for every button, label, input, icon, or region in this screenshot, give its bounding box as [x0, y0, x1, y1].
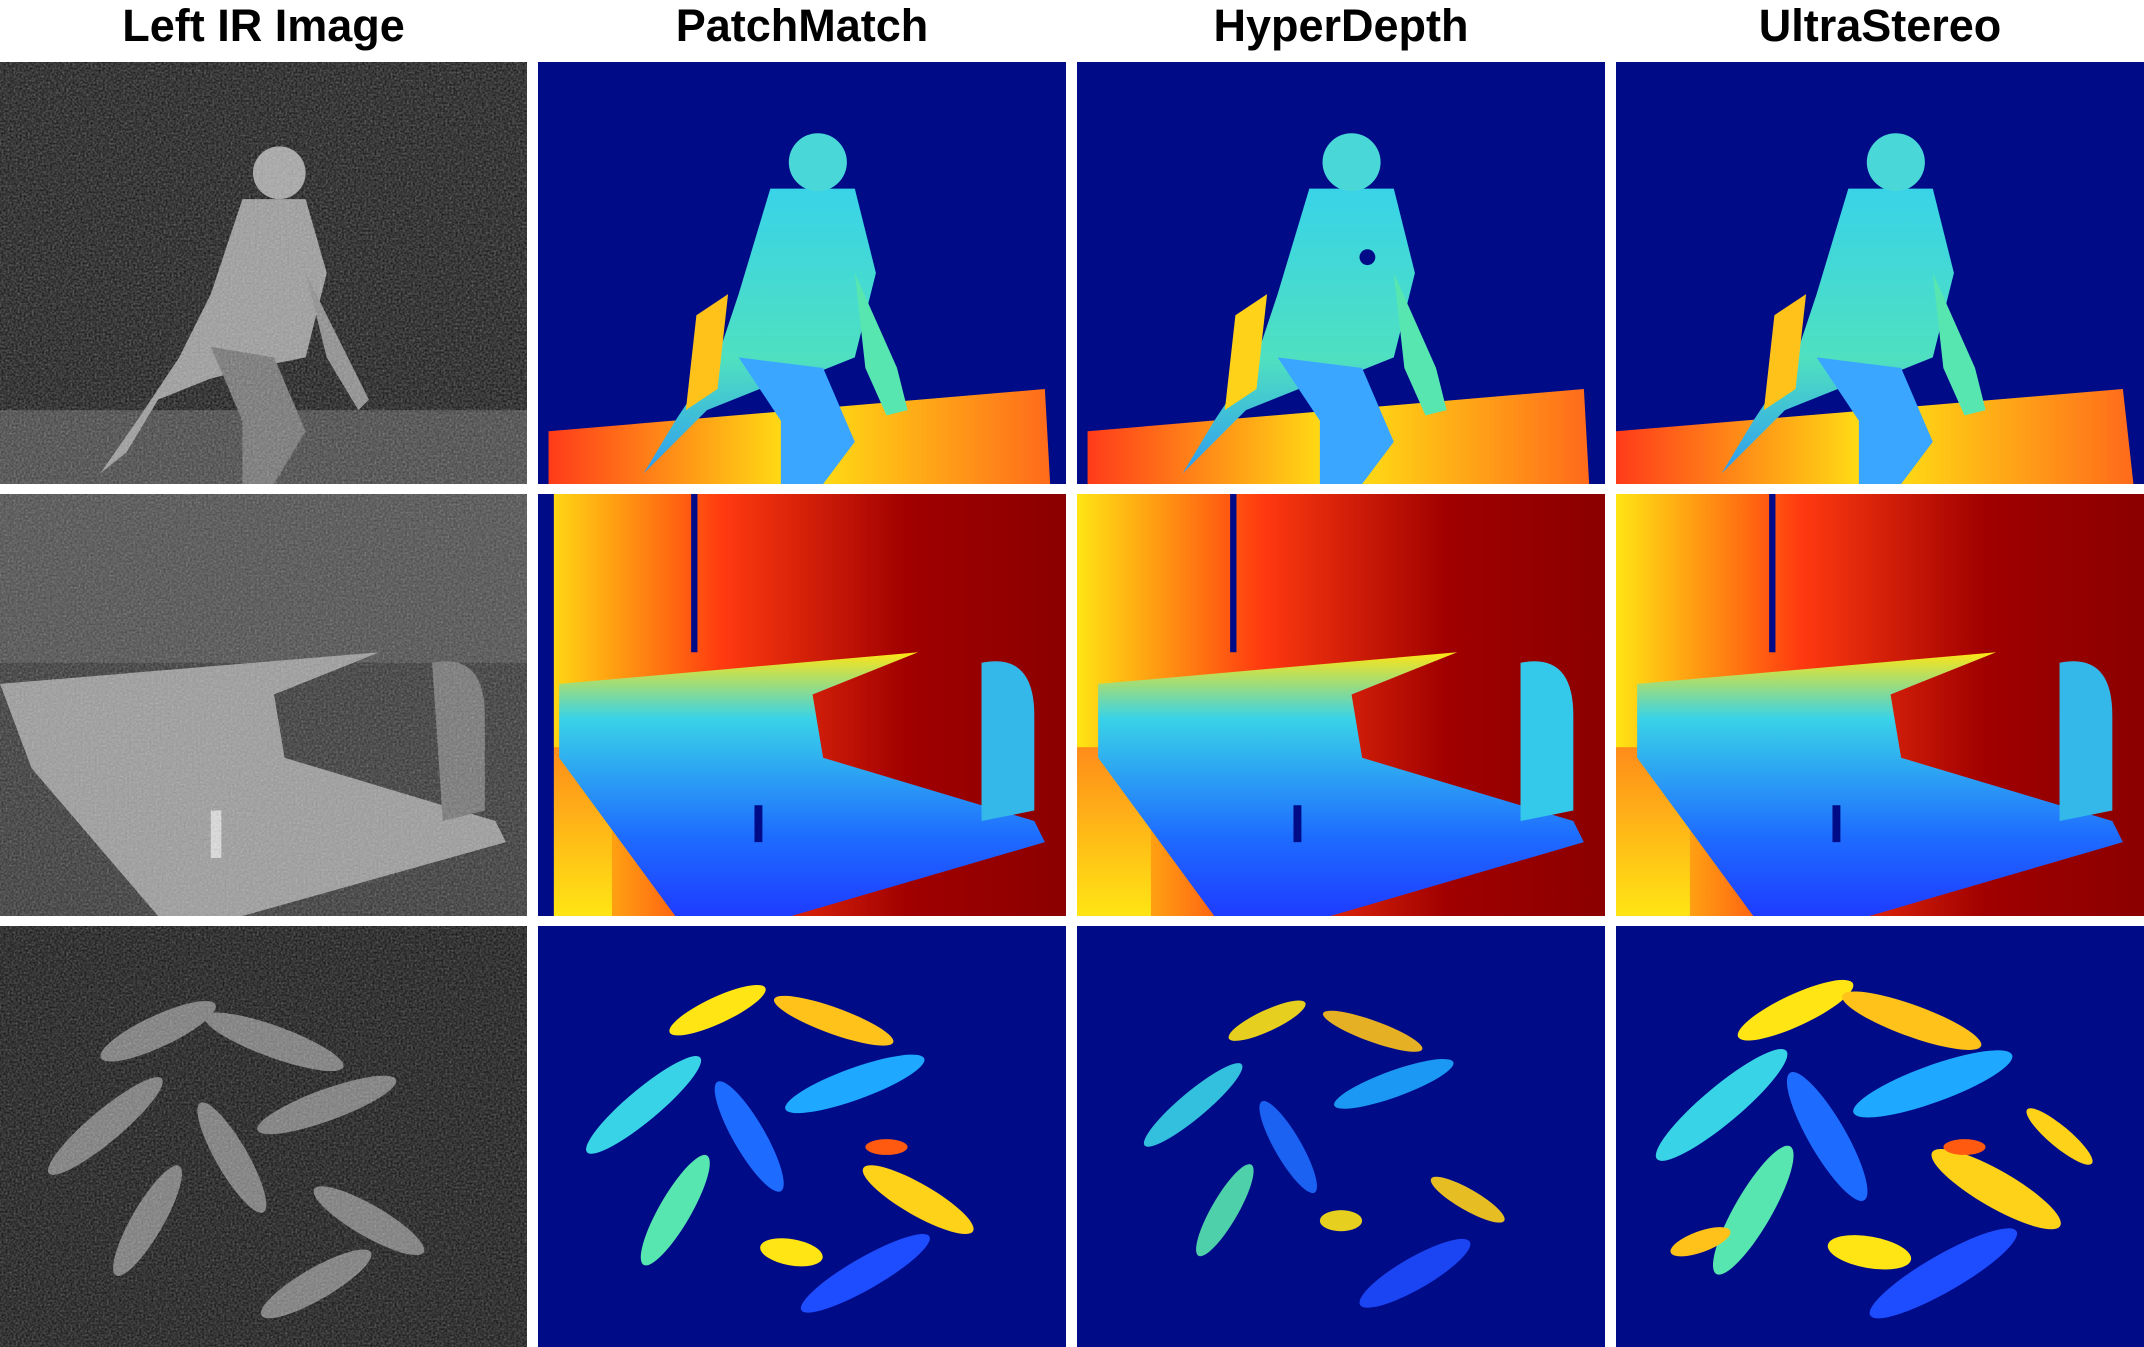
- depth-map-hyperdepth-plant: [1077, 926, 1605, 1347]
- depth-map-hyperdepth-person: [1077, 62, 1605, 484]
- depth-map-hyperdepth-desk: [1077, 494, 1605, 916]
- ir-image-desk: [0, 494, 527, 916]
- column-title-left-ir-image: Left IR Image: [122, 0, 405, 51]
- column-title-hyperdepth: HyperDepth: [1213, 0, 1469, 51]
- depth-map-ultrastereo-desk: [1616, 494, 2144, 916]
- ir-image-person: [0, 62, 527, 484]
- column-title-ultrastereo: UltraStereo: [1758, 0, 2002, 51]
- column-title-patchmatch: PatchMatch: [675, 0, 929, 51]
- depth-map-ultrastereo-plant: [1616, 926, 2144, 1347]
- depth-map-patchmatch-person: [538, 62, 1066, 484]
- ir-image-plant: [0, 926, 527, 1347]
- depth-map-ultrastereo-person: [1616, 62, 2144, 484]
- depth-map-patchmatch-desk: [538, 494, 1066, 916]
- depth-map-patchmatch-plant: [538, 926, 1066, 1347]
